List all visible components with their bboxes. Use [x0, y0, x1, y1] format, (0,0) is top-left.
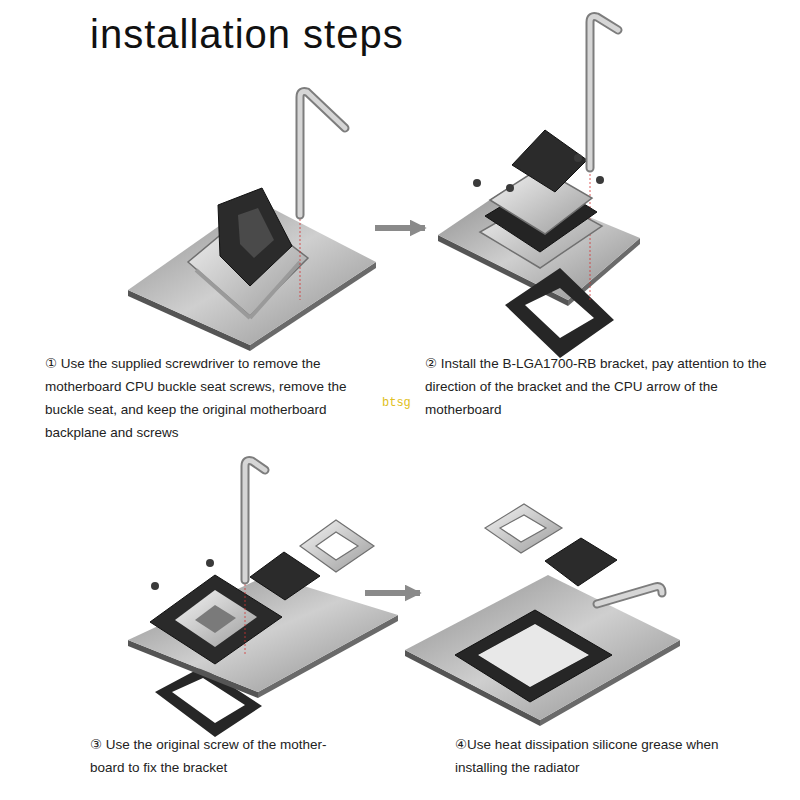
cover-mark	[238, 208, 274, 258]
screw	[574, 154, 582, 162]
motherboard	[405, 575, 680, 720]
cpu-surface	[195, 605, 236, 633]
step-three-illustration	[128, 461, 398, 737]
step-panel: ④Use heat dissipation silicone grease wh…	[420, 480, 790, 780]
socket-frame	[300, 520, 374, 572]
guide-line	[300, 215, 301, 300]
screw	[473, 179, 481, 187]
hex-key-outline	[597, 587, 662, 604]
step-one-illustration	[128, 92, 376, 351]
socket-frame	[485, 504, 562, 553]
page-title: installation steps	[90, 12, 404, 57]
step-arrow	[375, 225, 425, 231]
screw	[506, 184, 514, 192]
bracket	[150, 575, 282, 664]
step-four-illustration	[405, 504, 680, 726]
cpu-cover	[218, 188, 292, 286]
step-arrow	[365, 590, 420, 596]
step-panel: ① Use the supplied screwdriver to remove…	[40, 85, 375, 450]
bracket-window	[175, 590, 257, 647]
hex-key-outline	[300, 92, 345, 215]
hex-key	[245, 461, 265, 580]
screw	[151, 582, 159, 590]
bracket	[455, 610, 612, 702]
step-caption: ② Install the B-LGA1700-RB bracket, pay …	[425, 352, 787, 421]
guide-line	[245, 580, 246, 655]
hex-key	[597, 587, 662, 604]
screw	[206, 559, 214, 567]
cpu-surface	[478, 624, 589, 687]
hex-key-outline	[590, 17, 618, 168]
cpu-cover	[512, 130, 587, 192]
hex-key	[590, 17, 618, 168]
step-caption: ① Use the supplied screwdriver to remove…	[45, 352, 375, 444]
cpu-cover	[545, 538, 617, 586]
step-panel: ② Install the B-LGA1700-RB bracket, pay …	[425, 10, 790, 420]
step-two-illustration	[438, 17, 640, 358]
hex-key	[300, 92, 345, 215]
step-panel: ③ Use the original screw of the mother- …	[40, 455, 365, 785]
step-caption: ③ Use the original screw of the mother- …	[90, 733, 362, 779]
backplate	[505, 268, 614, 358]
hex-key-outline	[245, 461, 265, 580]
cpu-cover	[250, 552, 320, 600]
watermark: btsg	[382, 396, 411, 410]
motherboard	[128, 575, 398, 692]
step-caption: ④Use heat dissipation silicone grease wh…	[455, 733, 755, 779]
screw	[596, 176, 604, 184]
